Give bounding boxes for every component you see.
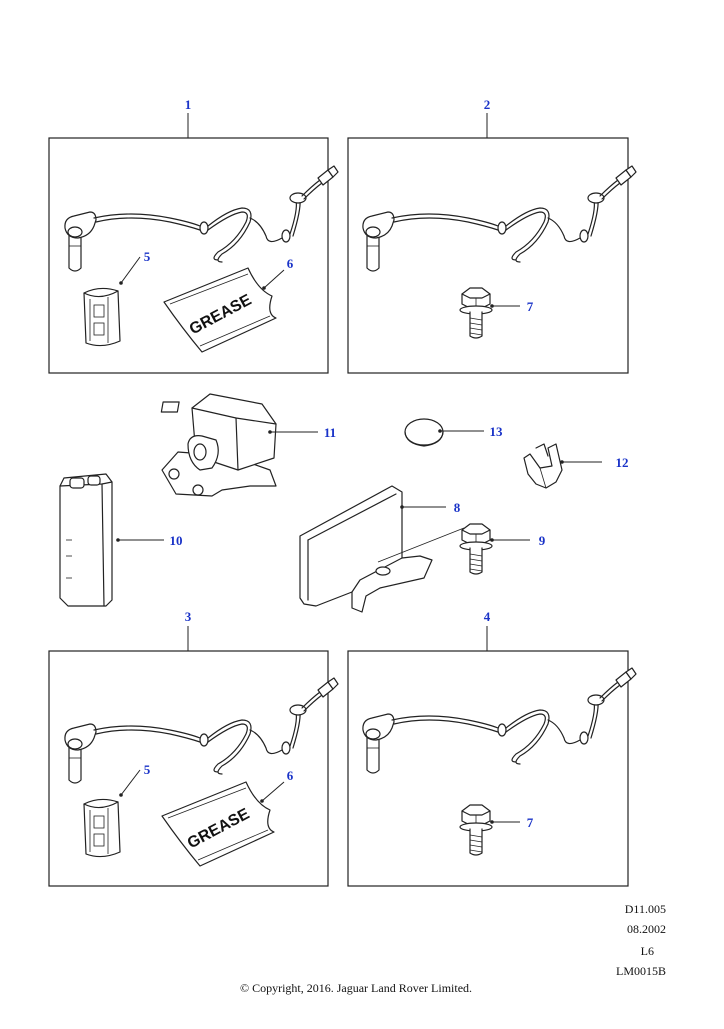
kit-4-frame [347, 650, 629, 887]
bracket-8 [299, 485, 433, 613]
reference-id: LM0015B [615, 964, 666, 978]
reference-code: D11.005 [624, 902, 666, 916]
abs-sensor-kit4 [362, 667, 637, 774]
callout-13[interactable]: 13 [490, 424, 504, 439]
callout-2[interactable]: 2 [484, 97, 491, 112]
kit-2-frame [347, 137, 629, 374]
bolt-kit4 [459, 804, 493, 856]
callout-1[interactable]: 1 [185, 97, 192, 112]
callout-10[interactable]: 10 [170, 533, 183, 548]
abs-sensor-kit1 [64, 165, 339, 272]
callout-7-kit4[interactable]: 7 [527, 815, 534, 830]
callout-12[interactable]: 12 [616, 455, 629, 470]
reference-date: 08.2002 [627, 922, 666, 936]
bolt-kit2 [459, 287, 493, 339]
callout-5-kit3[interactable]: 5 [144, 762, 151, 777]
callout-8[interactable]: 8 [454, 500, 461, 515]
callout-5-kit1[interactable]: 5 [144, 249, 151, 264]
sleeve-kit3 [83, 798, 121, 858]
abs-sensor-kit3 [64, 677, 339, 784]
reference-level: L6 [640, 944, 654, 958]
kit-1-frame [48, 137, 329, 374]
sensor-module-11 [160, 393, 277, 497]
callout-9[interactable]: 9 [539, 533, 546, 548]
callout-6-kit1[interactable]: 6 [287, 256, 294, 271]
callout-11[interactable]: 11 [324, 425, 336, 440]
copyright: © Copyright, 2016. Jaguar Land Rover Lim… [239, 981, 473, 995]
abs-sensor-kit2 [362, 165, 637, 272]
callout-7-kit2[interactable]: 7 [527, 299, 534, 314]
clip-12 [523, 443, 563, 489]
callout-3[interactable]: 3 [185, 609, 192, 624]
sleeve-kit1 [83, 287, 121, 347]
control-module-10 [59, 473, 113, 607]
callout-4[interactable]: 4 [484, 609, 491, 624]
callout-6-kit3[interactable]: 6 [287, 768, 294, 783]
cap-13 [404, 418, 444, 447]
bolt-9 [459, 523, 493, 575]
kit-3-frame [48, 650, 329, 887]
